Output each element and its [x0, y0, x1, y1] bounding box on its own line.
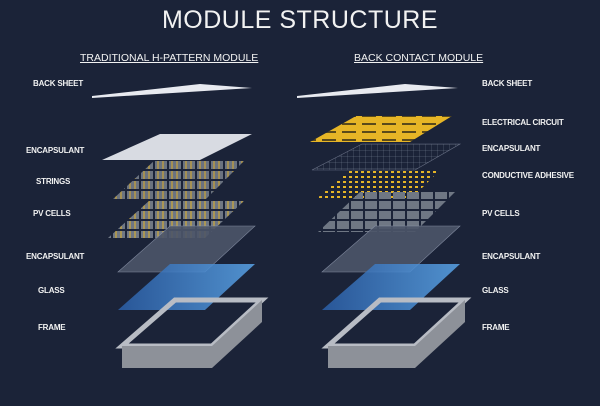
left-encapsulant	[102, 134, 252, 160]
right-label-back-sheet: BACK SHEET	[482, 79, 533, 88]
left-label-glass: GLASS	[38, 286, 65, 295]
left-label-pv-cells: PV CELLS	[33, 209, 71, 218]
right-label-encapsulant-2: ENCAPSULANT	[482, 252, 541, 261]
left-label-encapsulant-2: ENCAPSULANT	[26, 252, 85, 261]
left-label-encapsulant: ENCAPSULANT	[26, 146, 85, 155]
left-strings	[112, 160, 245, 200]
left-label-strings: STRINGS	[36, 177, 71, 186]
page-title: MODULE STRUCTURE	[161, 6, 439, 34]
right-label-conductive-adhesive: CONDUCTIVE ADHESIVE	[482, 171, 574, 180]
right-label-glass: GLASS	[482, 286, 509, 295]
right-encapsulant	[311, 143, 462, 171]
right-electrical-circuit	[310, 116, 452, 142]
left-glass	[118, 264, 255, 310]
left-heading: TRADITIONAL H-PATTERN MODULE	[80, 52, 259, 64]
left-label-frame: FRAME	[38, 323, 66, 332]
left-frame	[115, 297, 269, 368]
right-back-sheet	[297, 84, 458, 98]
right-pv-cells	[318, 192, 455, 232]
right-label-electrical-circuit: ELECTRICAL CIRCUIT	[482, 118, 564, 127]
right-label-encapsulant: ENCAPSULANT	[482, 144, 541, 153]
right-glass	[322, 264, 460, 310]
right-heading: BACK CONTACT MODULE	[354, 52, 484, 64]
left-back-sheet	[92, 84, 252, 98]
right-label-frame: FRAME	[482, 323, 510, 332]
right-label-pv-cells: PV CELLS	[482, 209, 520, 218]
right-frame	[321, 297, 472, 368]
left-label-back-sheet: BACK SHEET	[33, 79, 84, 88]
